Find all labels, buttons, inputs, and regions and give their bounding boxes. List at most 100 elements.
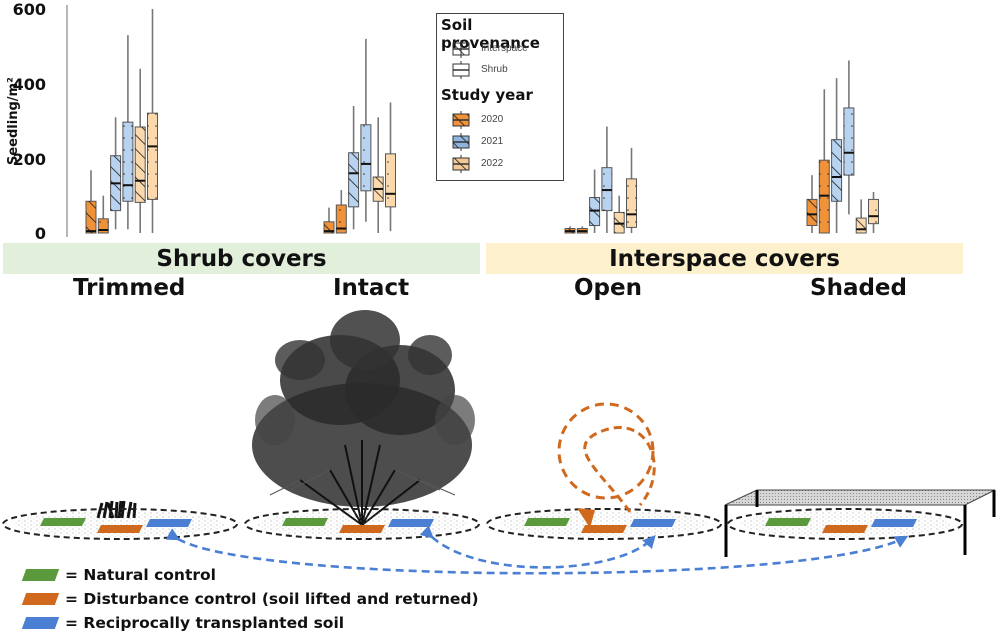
box-intact-2020-shrub [335,190,347,234]
box-pattern [324,221,334,233]
box-pattern [98,218,109,233]
shade-structure-illustration [724,489,996,557]
box-trimmed-2021-interspace [110,117,122,230]
box-open-2022-shrub [626,147,637,233]
chart-legend: Soil provenance Interspace Shrub Study y… [436,13,564,181]
box-pattern [843,107,854,176]
experimental-diagram [2,310,996,575]
box-intact-2020-interspace [323,207,335,234]
treatment-label-shaded: Shaded [810,275,907,301]
box-intact-2021-shrub [360,38,372,222]
box-intact-2021-interspace [348,106,360,230]
box-intact-2022-interspace [372,117,384,233]
box-pattern [360,124,371,191]
transplanted-soil-label: = Reciprocally transplanted soil [65,614,345,632]
legend-label-2020: 2020 [481,114,504,125]
box-shaded-2020-shrub [818,89,830,234]
natural-control-swatch [21,569,60,581]
legend-key-2020 [452,111,470,129]
y-tick-600: 600 [12,0,46,19]
legend-label-interspace: Interspace [481,43,528,54]
box-open-2021-interspace [589,169,601,233]
natural-control-plot [40,518,86,526]
disturbance-control-label: = Disturbance control (soil lifted and r… [65,590,479,608]
box-shaded-2021-shrub [843,60,855,215]
disturbance-control-plot [339,525,385,533]
box-pattern [348,152,359,207]
legend-label-2022: 2022 [481,158,504,169]
box-pattern [86,201,96,233]
transplant-plot [630,519,676,527]
transplant-plot [146,519,192,527]
box-pattern [122,122,133,202]
natural-control-plot [524,518,570,526]
box-open-2021-shrub [601,126,613,233]
box-shaded-2022-shrub [868,191,879,233]
disturbance-loop-arrowhead [577,508,595,528]
box-pattern [626,178,637,228]
box-pattern [385,153,396,207]
plot-boundary [486,508,722,540]
disturbance-control-plot [97,525,143,533]
box-shaded-2021-interspace [831,78,843,233]
box-open-2020-shrub [576,226,588,234]
plot-boundary [2,508,238,540]
legend-natural-control: = Natural control [21,566,216,584]
shrub-covers-banner: Shrub covers [3,243,480,274]
y-axis-label: Seedling/m² [6,77,21,165]
transplant-plot [871,519,917,527]
legend-key-interspace [452,40,470,58]
box-trimmed-2021-shrub [122,35,134,230]
legend-title-year: Study year [441,86,533,104]
plot-area-trimmed [2,508,238,540]
box-shaded-2020-interspace [806,175,818,233]
legend-key-shrub [452,61,470,79]
transplant-arrow-trimmed-shaded [165,528,909,575]
box-pattern [807,199,817,226]
plot-area-open [486,508,722,540]
box-trimmed-2020-interspace [85,170,97,234]
legend-disturbance-control: = Disturbance control (soil lifted and r… [21,590,479,608]
box-trimmed-2020-shrub [97,195,109,234]
legend-key-2021 [452,133,470,151]
box-pattern [868,199,879,224]
box-intact-2022-shrub [385,102,396,232]
box-trimmed-2022-shrub [147,9,158,233]
box-shaded-2022-interspace [855,199,867,234]
disturbance-control-swatch [21,593,60,605]
natural-control-plot [765,518,811,526]
disturbance-control-plot [822,525,868,533]
legend-transplanted-soil: = Reciprocally transplanted soil [21,614,345,632]
intact-shrub-illustration [252,310,475,526]
transplant-plot [388,519,434,527]
disturbance-loop-arrow [583,426,656,513]
legend-label-shrub: Shrub [481,64,508,75]
transplanted-soil-swatch [21,617,60,629]
box-trimmed-2022-interspace [134,68,146,233]
plot-area-shaded [727,508,963,540]
treatment-label-trimmed: Trimmed [73,275,186,301]
disturbance-loop-circle [557,402,655,500]
box-pattern [831,139,842,202]
box-pattern [856,218,867,233]
transplant-arrow-intact-open [419,525,656,569]
box-pattern [336,205,347,233]
y-tick-400: 400 [12,75,46,94]
legend-key-2022 [452,155,470,173]
plot-area-intact [244,508,480,540]
natural-control-label: = Natural control [65,566,216,584]
y-tick-200: 200 [12,150,46,169]
box-pattern [135,126,146,203]
treatment-label-intact: Intact [333,275,410,301]
disturbance-control-plot [581,525,627,533]
box-open-2022-interspace [613,195,625,234]
treatment-label-open: Open [574,275,642,301]
interspace-covers-banner: Interspace covers [486,243,963,274]
legend-label-2021: 2021 [481,136,504,147]
plot-boundary [727,508,963,540]
plot-boundary [244,508,480,540]
natural-control-plot [282,518,328,526]
box-pattern [147,113,158,200]
y-tick-0: 0 [34,224,46,243]
